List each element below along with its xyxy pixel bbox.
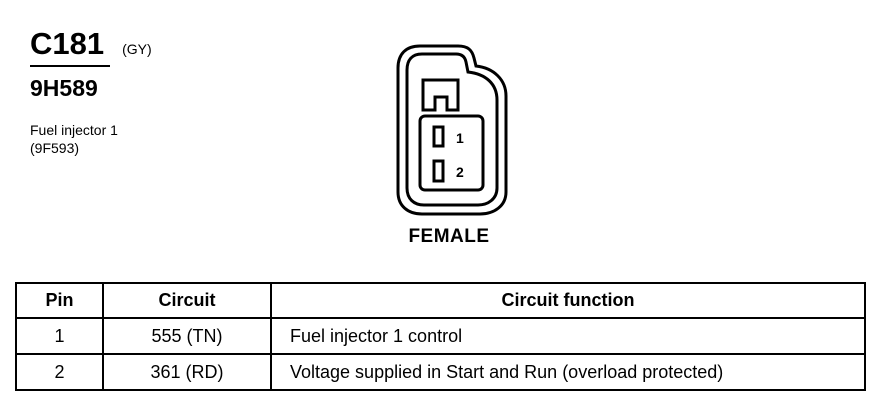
pin-2-terminal: [432, 159, 445, 183]
table-header-row: Pin Circuit Circuit function: [15, 282, 866, 319]
connector-shell-inner: [405, 52, 499, 207]
table-row: 2 361 (RD) Voltage supplied in Start and…: [15, 353, 866, 391]
header-circuit-function: Circuit function: [270, 282, 866, 319]
cell-circuit: 361 (RD): [102, 353, 272, 391]
cell-circuit-function: Fuel injector 1 control: [270, 317, 866, 355]
header-pin: Pin: [15, 282, 104, 319]
part-number: 9H589: [30, 75, 98, 101]
connector-id-row: C181 (GY): [30, 26, 330, 62]
connector-color-code: (GY): [122, 41, 152, 57]
cell-pin: 1: [15, 317, 104, 355]
connector-id: C181: [30, 26, 105, 61]
connector-shell-outer: [396, 44, 508, 216]
cell-pin: 2: [15, 353, 104, 391]
connector-latch: [421, 78, 460, 112]
pin-2-label: 2: [456, 164, 464, 180]
pin-cavity-housing: [418, 114, 485, 192]
header-circuit: Circuit: [102, 282, 272, 319]
pin-circuit-table: Pin Circuit Circuit function 1 555 (TN) …: [15, 282, 866, 391]
header-divider: [30, 65, 110, 67]
component-code: (9F593): [30, 140, 80, 156]
table-row: 1 555 (TN) Fuel injector 1 control: [15, 317, 866, 355]
cell-circuit-function: Voltage supplied in Start and Run (overl…: [270, 353, 866, 391]
component-name: Fuel injector 1: [30, 122, 118, 138]
pin-1-terminal: [432, 125, 445, 148]
connector-header: C181 (GY) 9H589 Fuel injector 1 (9F593): [30, 26, 330, 157]
cell-circuit: 555 (TN): [102, 317, 272, 355]
connector-view-label: FEMALE: [408, 226, 490, 247]
pin-1-label: 1: [456, 130, 464, 146]
connector-face-diagram: 1 2: [396, 44, 514, 216]
